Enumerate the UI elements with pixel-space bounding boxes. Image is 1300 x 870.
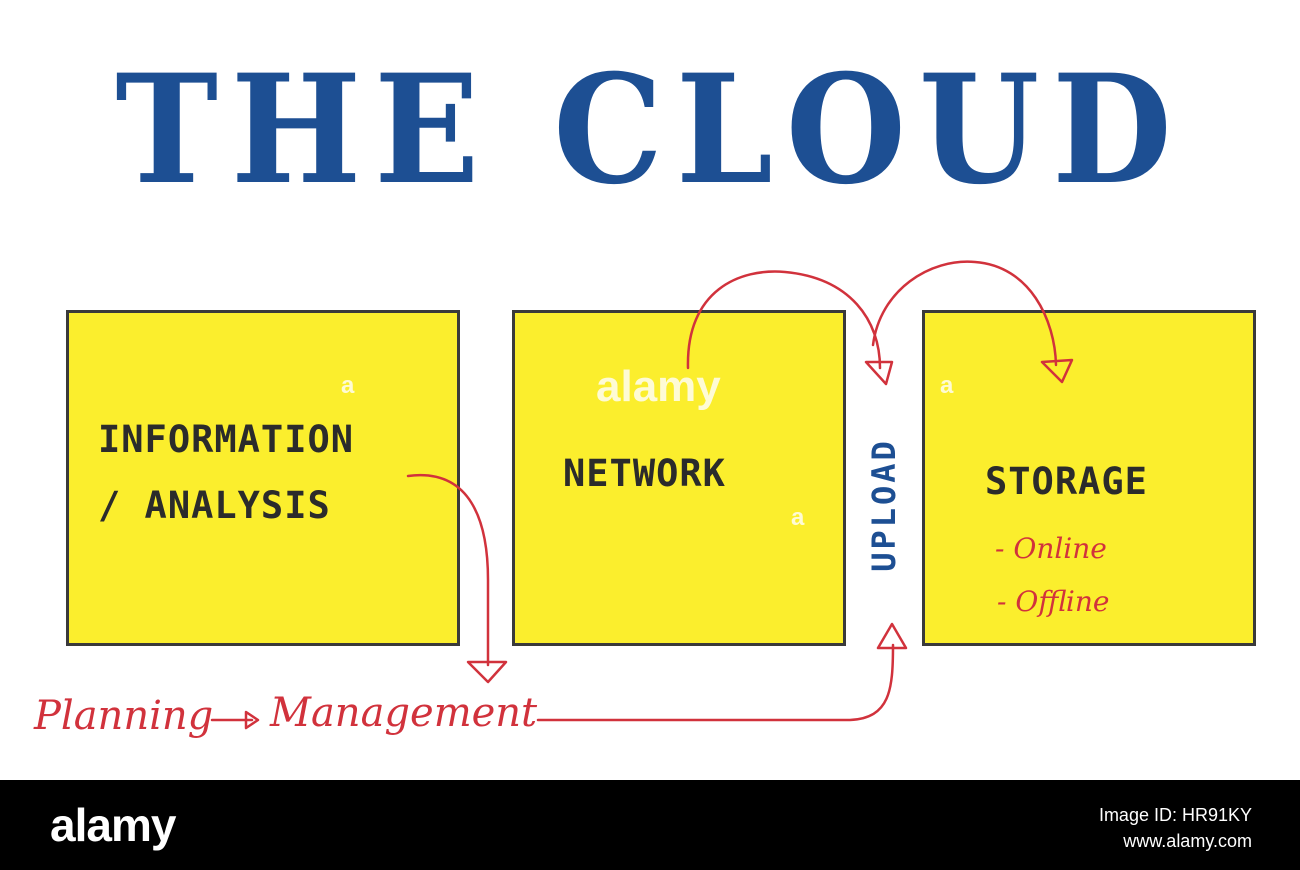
storage-offline-item: - Offline [997,585,1110,618]
footer-bar: alamy Image ID: HR91KY www.alamy.com [0,780,1300,870]
watermark-center: alamy [596,362,721,411]
network-to-upload-arrow [686,270,882,370]
network-arrowhead [864,360,894,386]
storage-label: STORAGE [985,460,1148,503]
information-analysis-box [66,310,460,646]
upload-to-storage-arrow [871,260,1058,367]
watermark-mark-left: a [341,372,355,399]
management-label: Management [270,690,538,736]
info-to-flow-arrow [406,473,490,667]
watermark-mark-right: a [940,372,954,399]
image-id-text: Image ID: HR91KY [1098,805,1252,825]
connector-arrows [210,260,1074,730]
planning-label: Planning [34,693,214,739]
storage-online-item: - Online [995,532,1107,565]
footer-info: Image ID: HR91KY www.alamy.com [1099,802,1252,854]
storage-box [922,310,1256,646]
upload-arrowhead [876,622,908,650]
network-label: NETWORK [563,452,726,495]
info-arrowhead [466,660,508,684]
information-label: INFORMATION [98,418,355,461]
watermark-mark-network: a [791,504,805,531]
network-box [512,310,846,646]
site-url-text: www.alamy.com [1123,831,1252,851]
management-to-upload-arrow [536,643,895,722]
footer-logo: alamy [50,799,176,851]
storage-arrowhead [1040,358,1074,384]
planning-arrowhead [244,710,260,730]
analysis-label: / ANALYSIS [98,484,331,527]
diagram-title: THE CLOUD [115,42,1185,218]
